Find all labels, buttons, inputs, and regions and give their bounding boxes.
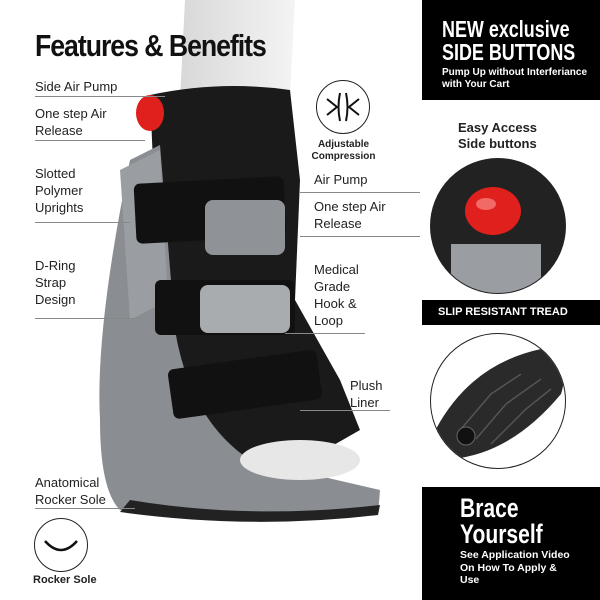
- brace-headline-2: Yourself: [460, 519, 543, 549]
- rocker-sole-label: Rocker Sole: [33, 574, 97, 586]
- tread-banner-text: SLIP RESISTANT TREAD: [438, 306, 568, 318]
- divider: [35, 508, 135, 509]
- label-one-step-air-release-right: One step Air Release: [314, 199, 386, 231]
- divider: [35, 222, 130, 223]
- compression-label: Adjustable Compression: [311, 139, 376, 162]
- page-title: Features & Benefits: [35, 28, 267, 63]
- divider: [300, 236, 420, 237]
- label-air-pump: Air Pump: [314, 172, 368, 187]
- label-side-air-pump: Side Air Pump: [35, 79, 118, 94]
- label-hook-and-loop: Medical Grade Hook & Loop: [314, 262, 359, 328]
- label-anatomical-rocker-sole: Anatomical Rocker Sole: [35, 475, 106, 507]
- easy-access-label: Easy Access Side buttons: [458, 120, 538, 151]
- promo-headline-1: NEW exclusive: [442, 16, 570, 42]
- promo-brace-yourself[interactable]: Brace Yourself See Application Video On …: [422, 487, 600, 600]
- tread-banner: SLIP RESISTANT TREAD: [422, 300, 600, 325]
- promo-side-buttons: NEW exclusive SIDE BUTTONS Pump Up witho…: [422, 0, 600, 100]
- divider: [300, 410, 390, 411]
- compression-arrows-icon: [316, 80, 370, 134]
- promo-subtext: Pump Up without Interferiance with Your …: [442, 67, 588, 90]
- side-button-closeup-image: [430, 158, 566, 294]
- divider: [35, 140, 145, 141]
- divider: [300, 192, 420, 193]
- label-slotted-polymer-uprights: Slotted Polymer Uprights: [35, 166, 84, 215]
- label-one-step-air-release-left: One step Air Release: [35, 106, 107, 138]
- tread-closeup-image: [430, 333, 566, 469]
- rocker-sole-icon: [34, 518, 88, 572]
- promo-headline-2: SIDE BUTTONS: [442, 39, 576, 65]
- label-d-ring-strap-design: D-Ring Strap Design: [35, 258, 76, 307]
- label-plush-liner: Plush Liner: [350, 378, 383, 410]
- divider: [35, 96, 165, 97]
- brace-headline-1: Brace: [460, 493, 519, 523]
- brace-subtext: See Application Video On How To Apply & …: [460, 549, 570, 586]
- divider: [285, 333, 365, 334]
- divider: [35, 318, 145, 319]
